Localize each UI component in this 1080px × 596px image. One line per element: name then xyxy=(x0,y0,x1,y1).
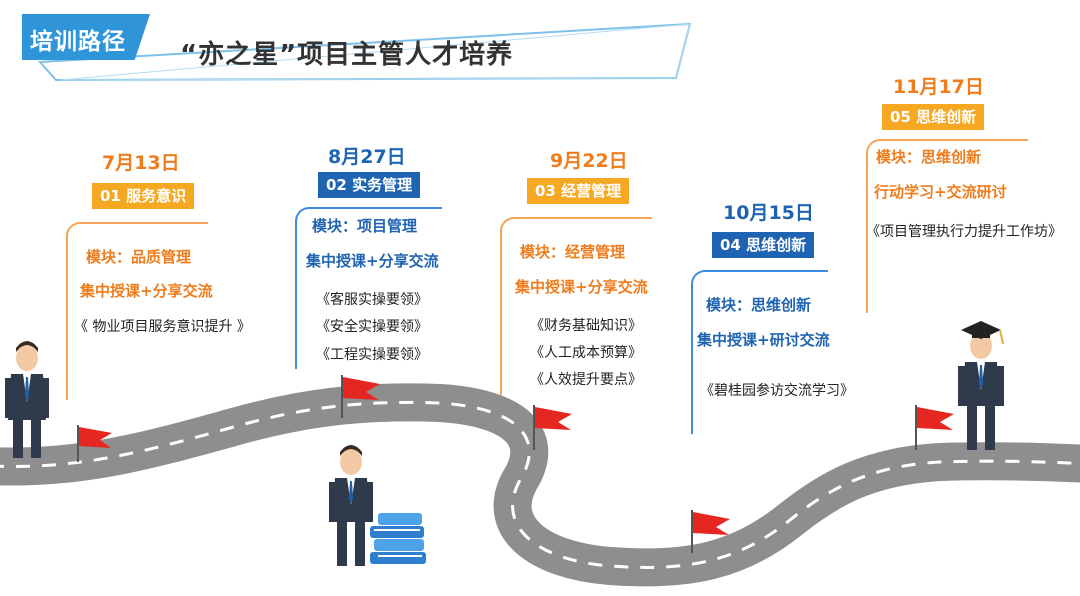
stage-course: 《安全实操要领》 xyxy=(316,319,428,335)
stage-badge: 04 思维创新 xyxy=(712,232,815,258)
stage-module: 模块：思维创新 xyxy=(706,296,812,314)
stage-module: 模块：项目管理 xyxy=(312,217,418,235)
stage-course: 《工程实操要领》 xyxy=(316,347,428,363)
stage-badge: 05 思维创新 xyxy=(882,104,985,130)
stage-course: 《客服实操要领》 xyxy=(316,292,428,308)
stage-module: 模块：经营管理 xyxy=(520,243,626,261)
graduate-icon xyxy=(958,321,1004,450)
stage-module: 模块：思维创新 xyxy=(876,148,982,166)
stage-method: 集中授课+研讨交流 xyxy=(697,331,830,349)
stage-date: 9月22日 xyxy=(550,150,628,172)
stage-date: 10月15日 xyxy=(723,202,814,224)
stage-date: 8月27日 xyxy=(328,146,406,168)
flag-icon xyxy=(533,405,572,450)
stage-badge: 02 实务管理 xyxy=(318,172,421,198)
flag-icon xyxy=(341,375,380,418)
stage-bracket xyxy=(66,222,208,400)
stage-course: 《人工成本预算》 xyxy=(530,345,642,361)
stage-bracket xyxy=(295,207,442,369)
stage-method: 行动学习+交流研讨 xyxy=(874,183,1007,201)
businessman-icon xyxy=(5,341,49,458)
stage-method: 集中授课+分享交流 xyxy=(80,282,213,300)
stage-bracket xyxy=(866,139,1028,313)
stage-course: 《碧桂园参访交流学习》 xyxy=(700,383,854,399)
businessman-icon xyxy=(329,445,373,566)
flag-icon xyxy=(691,510,730,553)
stage-badge: 01 服务意识 xyxy=(92,183,195,209)
stage-course: 《 物业项目服务意识提升 》 xyxy=(74,319,251,335)
stage-module: 模块：品质管理 xyxy=(86,248,192,266)
flag-icon xyxy=(915,405,954,450)
stage-bracket xyxy=(691,270,828,434)
stage-date: 11月17日 xyxy=(893,76,984,98)
stage-method: 集中授课+分享交流 xyxy=(306,252,439,270)
stage-bracket xyxy=(500,217,652,395)
stage-course: 《财务基础知识》 xyxy=(530,318,642,334)
stage-badge: 03 经营管理 xyxy=(527,178,630,204)
stage-course: 《人效提升要点》 xyxy=(530,372,642,388)
page-title: “亦之星”项目主管人才培养 xyxy=(180,40,514,70)
stage-date: 7月13日 xyxy=(102,152,180,174)
header-tag-label: 培训路径 xyxy=(30,29,126,55)
books-icon xyxy=(370,513,426,564)
stage-method: 集中授课+分享交流 xyxy=(515,278,648,296)
stage-course: 《项目管理执行力提升工作坊》 xyxy=(866,224,1062,240)
header-tag xyxy=(22,14,150,60)
flag-icon xyxy=(77,425,112,462)
